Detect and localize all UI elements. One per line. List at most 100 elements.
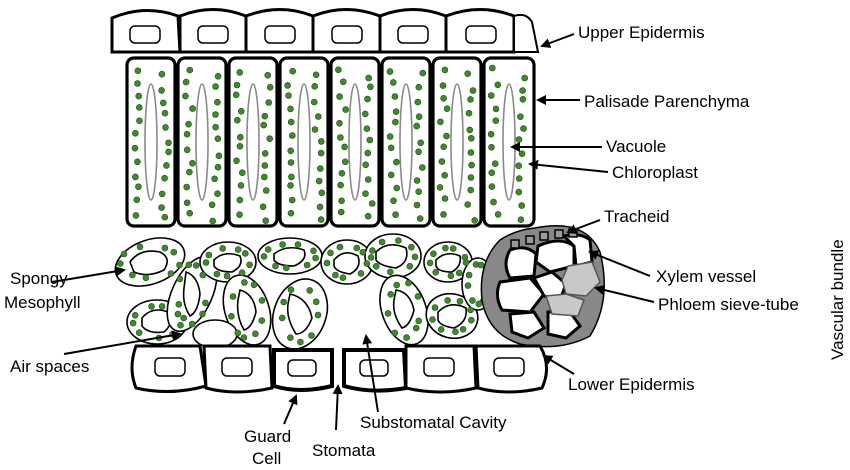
chloroplast-dot: [177, 321, 184, 329]
chloroplast-dot: [515, 175, 523, 182]
chloroplast-dot: [236, 196, 244, 204]
chloroplast-dot: [468, 161, 475, 169]
chloroplast-dot: [129, 319, 137, 327]
chloroplast-dot: [441, 66, 449, 74]
chloroplast-dot: [441, 172, 449, 179]
label-guard-cell-line2: Cell: [252, 449, 281, 468]
chloroplast-dot: [234, 329, 242, 337]
chloroplast-dot: [131, 144, 139, 152]
chloroplast-dot: [413, 122, 421, 130]
chloroplast-dot: [229, 293, 237, 300]
chloroplast-dot: [205, 251, 213, 259]
xylem-vessel: [504, 246, 538, 280]
chloroplast-dot: [279, 241, 286, 248]
chloroplast-dot: [312, 298, 320, 306]
chloroplast-dot: [211, 175, 218, 183]
chloroplast-dot: [390, 197, 397, 205]
chloroplast-dot: [158, 303, 166, 310]
chloroplast-dot: [332, 271, 339, 279]
chloroplast-dot: [419, 69, 427, 77]
chloroplast-dot: [223, 272, 231, 280]
arrow-phloem: [594, 285, 655, 303]
arrow-xylem: [588, 250, 651, 277]
chloroplast-dot: [341, 143, 348, 151]
chloroplast-dot: [199, 271, 207, 279]
chloroplast-dot: [393, 158, 400, 166]
chloroplast-dot: [437, 118, 444, 126]
arrow-chloroplast: [528, 159, 609, 173]
chloroplast-dot: [518, 202, 526, 209]
chloroplast-dot: [199, 310, 206, 318]
chloroplast-dot: [228, 312, 235, 320]
arrow-air-spaces: [63, 330, 182, 355]
label-chloroplast: Chloroplast: [612, 163, 698, 182]
chloroplast-dot: [234, 246, 242, 253]
chloroplast-dot: [134, 67, 142, 75]
chloroplast-dot: [261, 150, 269, 157]
chloroplast-dot: [212, 83, 219, 90]
chloroplast-dot: [487, 92, 495, 99]
arrow-spongy: [51, 266, 126, 283]
chloroplast-dot: [214, 98, 221, 106]
chloroplast-dot: [393, 184, 401, 192]
chloroplast-dot: [339, 78, 347, 86]
chloroplast-dot: [287, 147, 295, 155]
cell-nucleus: [493, 357, 525, 377]
chloroplast-dot: [246, 261, 253, 269]
chloroplast-dot: [260, 173, 268, 181]
chloroplast-dot: [237, 133, 244, 141]
cell-nucleus: [423, 357, 455, 377]
chloroplast-dot: [316, 165, 324, 172]
chloroplast-dot: [192, 262, 200, 269]
tracheid: [554, 229, 564, 239]
arrow-stomata: [332, 384, 343, 431]
chloroplast-dot: [148, 303, 155, 310]
chloroplast-dot: [129, 271, 136, 279]
chloroplast-dot: [337, 181, 344, 189]
chloroplast-dot: [312, 254, 319, 262]
chloroplast-dot: [464, 70, 472, 77]
chloroplast-dot: [323, 259, 331, 267]
chloroplast-dot: [447, 272, 455, 280]
chloroplast-dot: [366, 136, 374, 144]
chloroplast-dot: [367, 254, 375, 261]
xylem-vessel: [495, 276, 546, 314]
chloroplast-dot: [214, 190, 221, 197]
spongy-cell-vacuole: [273, 246, 306, 267]
chloroplast-dot: [338, 197, 345, 205]
chloroplast-dot: [158, 204, 165, 211]
chloroplast-dot: [386, 133, 394, 140]
chloroplast-dot: [213, 270, 221, 278]
chloroplast-dot: [414, 293, 422, 300]
chloroplast-dot: [393, 281, 401, 289]
chloroplast-dot: [517, 216, 525, 223]
chloroplast-dot: [492, 117, 500, 124]
chloroplast-dot: [443, 132, 450, 140]
chloroplast-dot: [133, 196, 141, 204]
chloroplast-dot: [236, 143, 244, 150]
cell-nucleus: [331, 25, 363, 44]
chloroplast-dot: [335, 66, 342, 74]
chloroplast-dot: [519, 96, 527, 103]
chloroplast-dot: [287, 159, 295, 166]
chloroplast-dot: [186, 66, 194, 74]
chloroplast-dot: [239, 169, 246, 176]
label-phloem-sieve-tube: Phloem sieve-tube: [658, 295, 799, 314]
label-tracheid: Tracheid: [604, 207, 670, 226]
chloroplast-dot: [391, 329, 399, 337]
vacuole: [502, 83, 516, 201]
chloroplast-dot: [362, 190, 369, 197]
chloroplast-dot: [183, 146, 191, 154]
chloroplast-dot: [386, 268, 394, 276]
chloroplast-dot: [215, 152, 223, 160]
chloroplast-dot: [161, 213, 169, 221]
chloroplast-dot: [413, 201, 421, 209]
chloroplast-dot: [116, 260, 124, 267]
chloroplast-dot: [287, 286, 295, 294]
chloroplast-dot: [232, 91, 240, 99]
arrow-tracheid: [566, 219, 601, 234]
chloroplast-dot: [466, 126, 474, 134]
chloroplast-dot: [287, 118, 295, 126]
chloroplast-dot: [183, 130, 191, 138]
